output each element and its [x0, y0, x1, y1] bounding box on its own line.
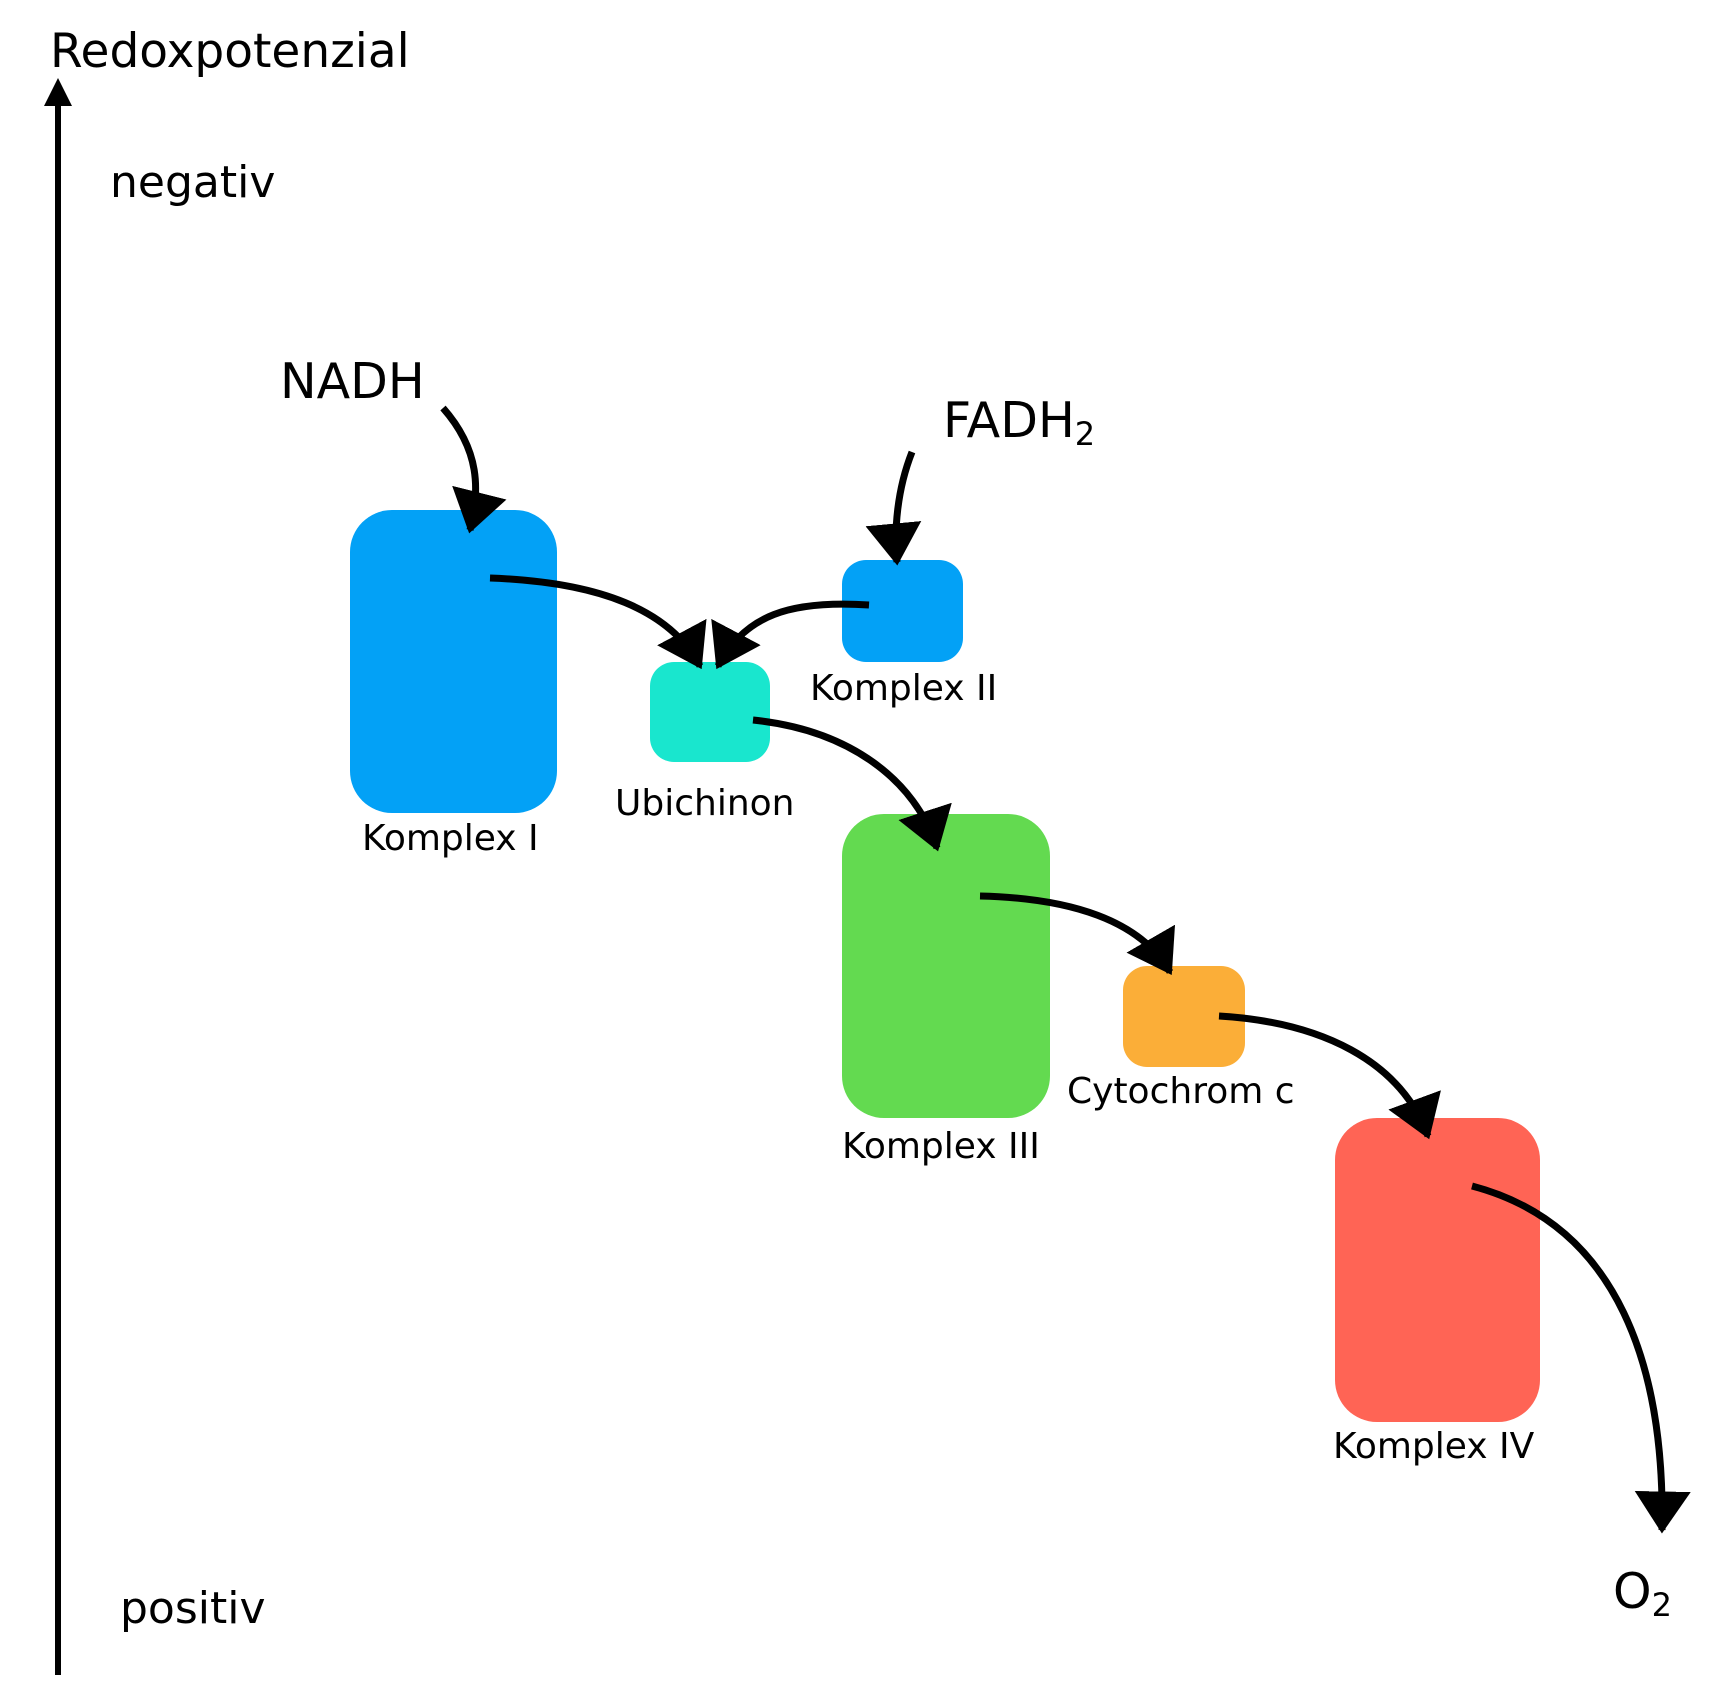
arrow-cytochrom-c-to-komplex-4	[1218, 1012, 1441, 1140]
cytochrom-c-label: Cytochrom c	[1067, 1071, 1295, 1112]
arrow-up-icon	[44, 78, 72, 106]
axis-label-negativ: negativ	[110, 157, 275, 208]
arrow-komplex-4-to-o2	[1471, 1182, 1691, 1534]
komplex-2-box	[842, 560, 963, 662]
komplex-4-label: Komplex IV	[1333, 1426, 1535, 1467]
arrow-komplex-2-to-ubichinon	[711, 600, 870, 670]
arrow-nadh-to-komplex-1	[440, 405, 507, 534]
o2-label: O2	[1613, 1563, 1672, 1624]
ubichinon-box	[650, 662, 770, 762]
redox-axis	[44, 78, 72, 1675]
arrow-komplex-1-to-ubichinon	[489, 574, 707, 670]
komplex-1-box	[350, 510, 557, 813]
arrow-komplex-3-to-cytochrom-c	[979, 892, 1175, 976]
ubichinon-label: Ubichinon	[615, 783, 794, 824]
komplex-3-box	[842, 814, 1050, 1118]
arrow-fadh2-to-komplex-2	[865, 450, 922, 566]
arrow-ubichinon-to-komplex-3	[752, 716, 952, 852]
nadh-label: NADH	[280, 353, 425, 410]
axis-label-positiv: positiv	[120, 1583, 266, 1634]
cytochrom-c-box	[1123, 966, 1245, 1067]
komplex-2-label: Komplex II	[810, 668, 997, 709]
komplex-3-label: Komplex III	[842, 1126, 1040, 1167]
fadh2-label: FADH2	[943, 392, 1095, 453]
komplex-4-box	[1335, 1118, 1540, 1422]
axis-title: Redoxpotenzial	[50, 24, 410, 79]
komplex-1-label: Komplex I	[362, 818, 539, 859]
